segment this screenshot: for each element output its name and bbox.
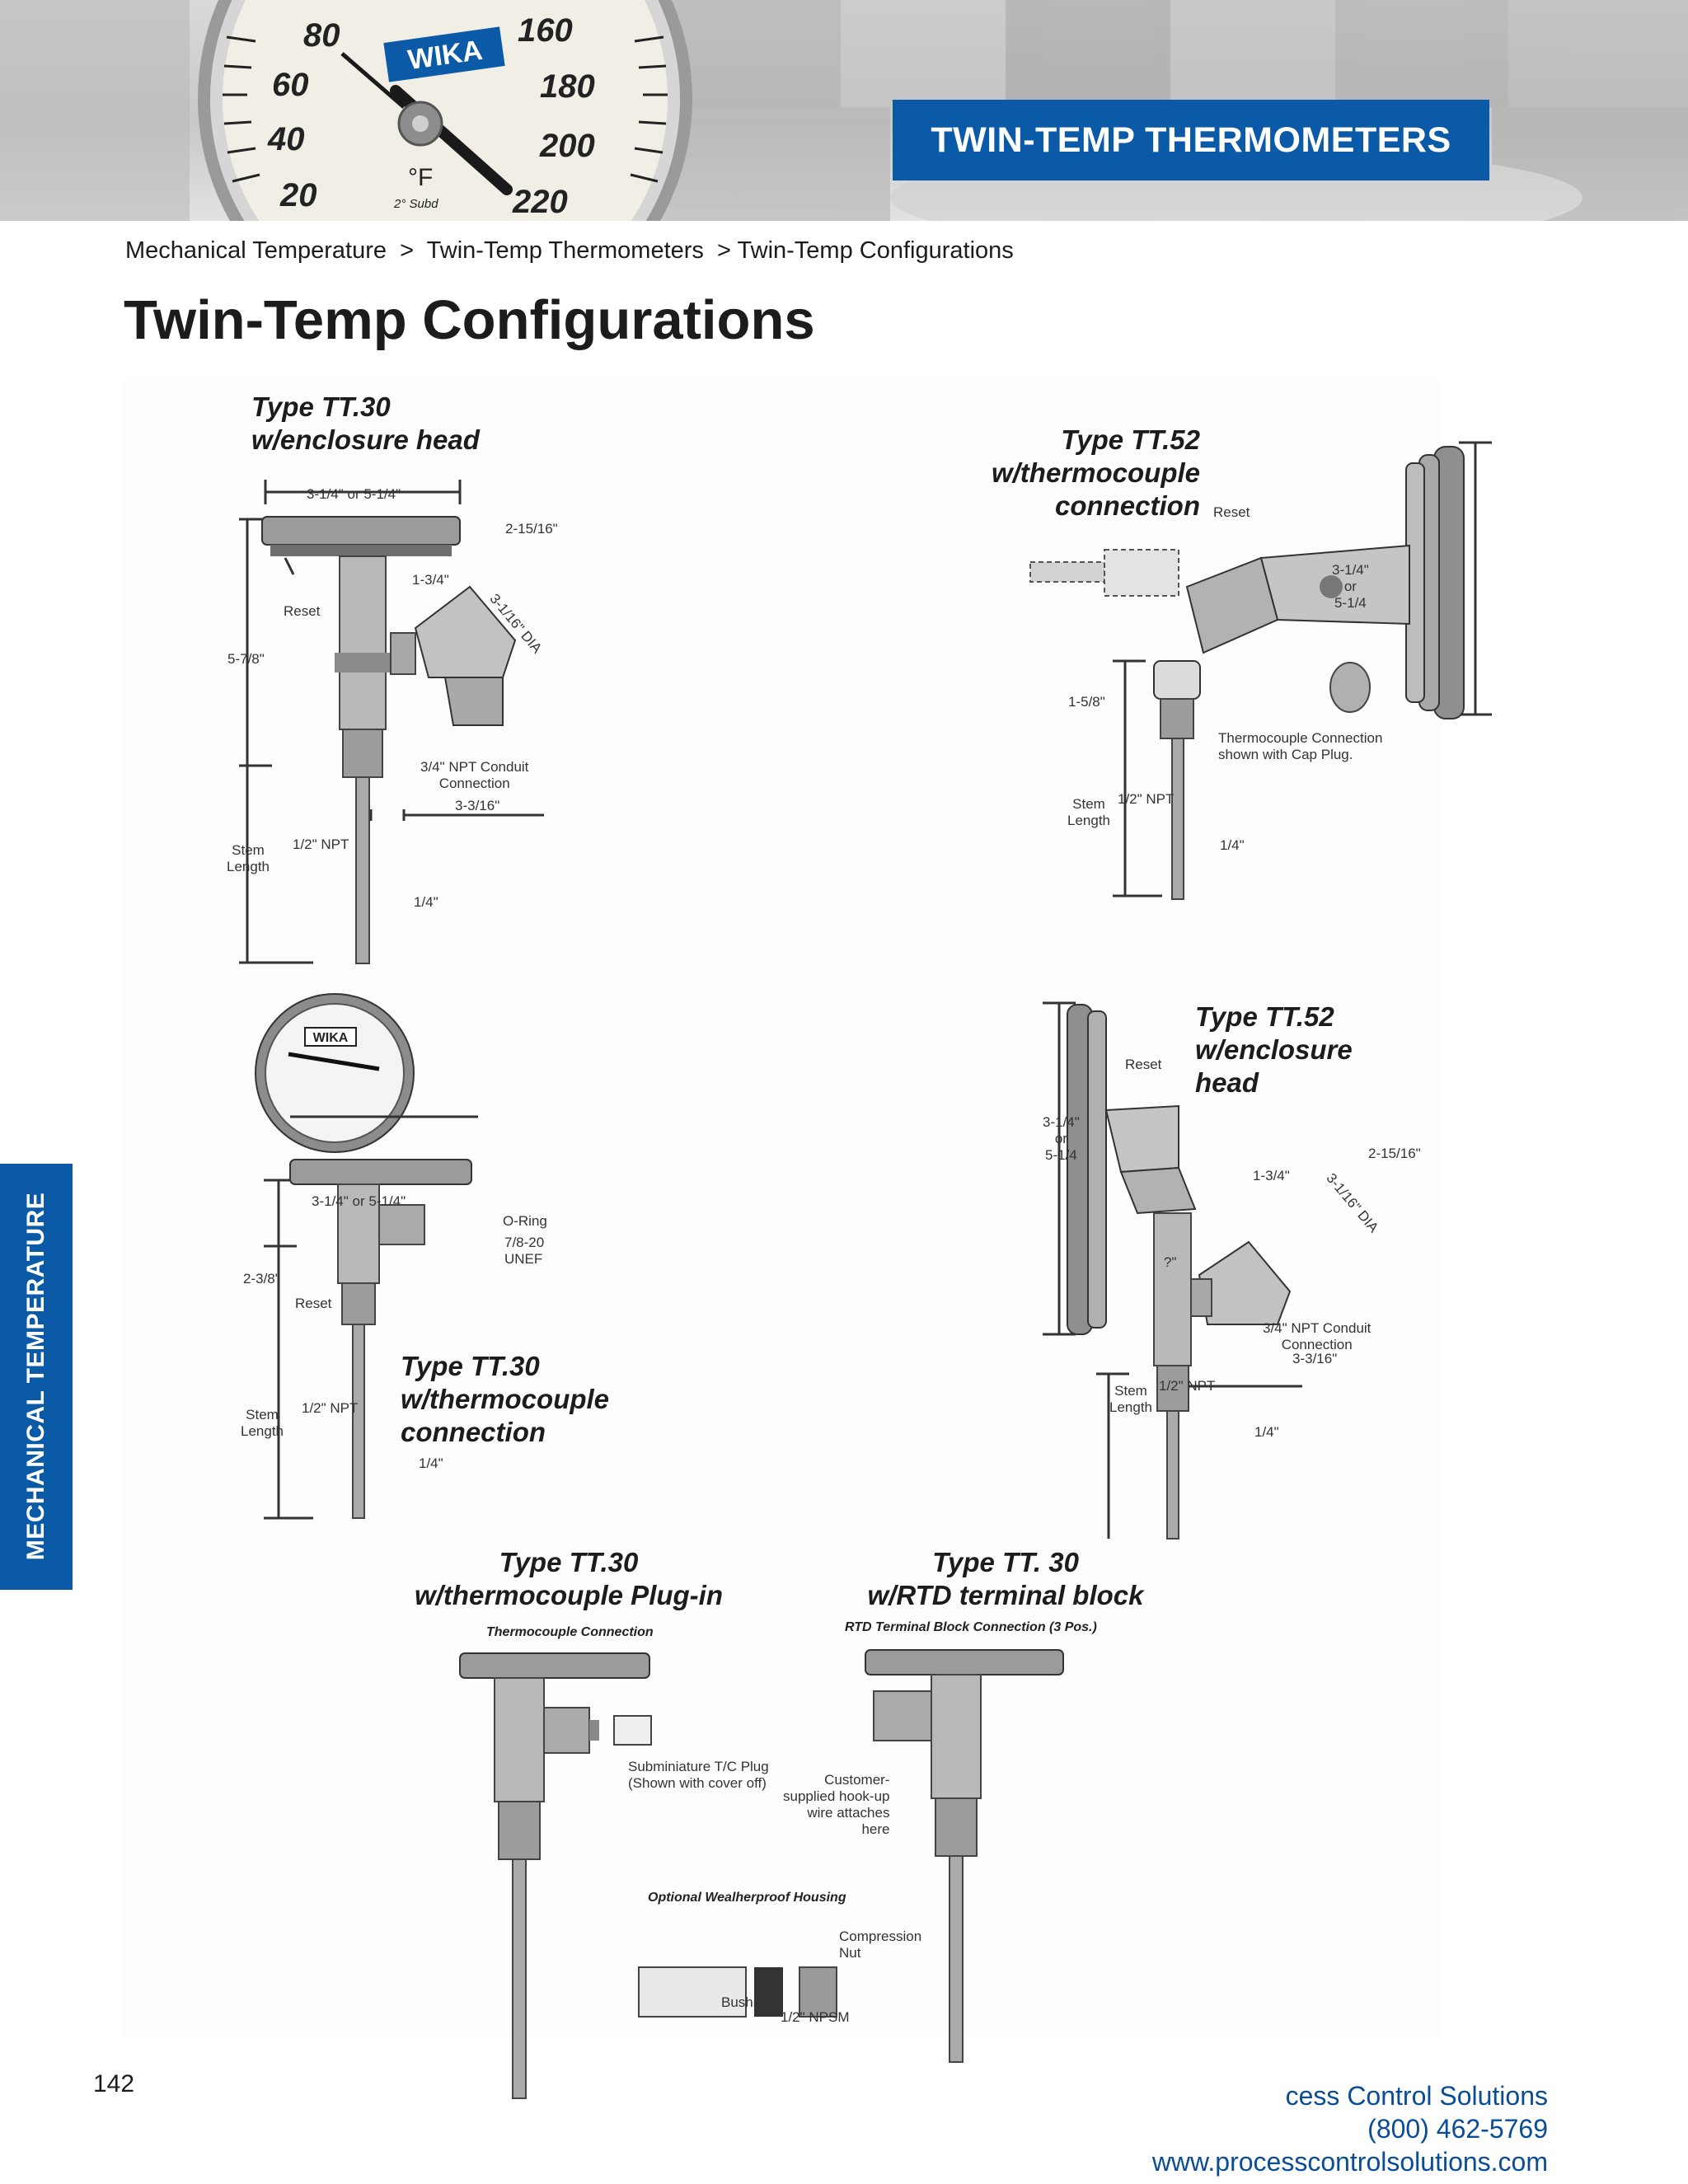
tt52-enc-3-3-16: 3-3/16" (1292, 1351, 1338, 1366)
tt52-tc-stem: Stem Length (1067, 796, 1110, 828)
footer-contact: cess Control Solutions (800) 462-5769 ww… (1152, 2079, 1548, 2178)
gauge-unit: °F (408, 164, 433, 191)
tt30-plugin-plug: Subminiature T/C Plug (Shown with cover … (628, 1759, 769, 1791)
housing-bushing: Bushing (721, 1994, 772, 2010)
tt52-enc-reset: Reset (1125, 1057, 1162, 1072)
tt30-thermocouple-drawing: WIKA (255, 993, 478, 1520)
gauge-scale-40: 40 (267, 121, 305, 157)
banner-gauge-illustration: WIKA 80 60 40 20 160 180 200 220 °F 2° S… (198, 0, 692, 221)
page-number: 142 (93, 2070, 135, 2097)
tt52-enc-size: 3-1/4" or 5-1/4 (1043, 1114, 1080, 1163)
tt52-tc-note: Thermocouple Connection shown with Cap P… (1218, 730, 1383, 762)
tt30-rtd-customer: Customer- supplied hook-up wire attaches… (783, 1772, 890, 1837)
tt52-tc-quarter: 1/4" (1220, 837, 1245, 853)
housing-header: Optional Wealherproof Housing (648, 1891, 846, 1905)
tt52-enc-quarter: 1/4" (1254, 1424, 1279, 1440)
footer-phone: (800) 462-5769 (1367, 2114, 1548, 2144)
tt30-enc-quarter: 1/4" (414, 894, 438, 910)
gauge-scale-200: 200 (539, 128, 595, 164)
tt52-enc-npt: 1/2" NPT (1159, 1378, 1216, 1394)
gauge-subdiv: 2° Subd (393, 197, 438, 211)
tt30-enc-5-7-8: 5-7/8" (227, 651, 265, 667)
tt30-tc-quarter: 1/4" (419, 1455, 443, 1471)
banner-background-collage (0, 0, 1688, 221)
tt30-rtd-title: Type TT. 30 w/RTD terminal block (867, 1547, 1144, 1610)
tt52-tc-size: 3-1/4" or 5-1/4 (1332, 562, 1369, 611)
tt30-enclosure-title: Type TT.30 w/enclosure head (251, 391, 480, 455)
housing-npsm: 1/2" NPSM (781, 2009, 850, 2025)
page-title: Twin-Temp Configurations (124, 289, 815, 351)
footer-url[interactable]: www.processcontrolsolutions.com (1151, 2147, 1548, 2177)
tt30-plugin-title: Type TT.30 w/thermocouple Plug-in (414, 1547, 723, 1610)
tt30-tc-reset: Reset (295, 1296, 332, 1311)
tt30-enc-reset: Reset (284, 603, 321, 619)
tt52-enc-conduit: 3/4" NPT Conduit Connection (1263, 1320, 1372, 1352)
tt30-tc-width: 3-1/4" or 5-1/4" (312, 1193, 406, 1209)
tt52-tc-1-5-8: 1-5/8" (1068, 694, 1105, 710)
plugin-rtd-drawing (459, 1649, 1064, 2099)
tt52-enc-q7: ?" (1164, 1254, 1177, 1270)
tt52-enc-1-3-4: 1-3/4" (1253, 1168, 1290, 1183)
footer-company: cess Control Solutions (1285, 2081, 1548, 2111)
tt30-rtd-header: RTD Terminal Block Connection (3 Pos.) (845, 1620, 1097, 1634)
tt30-tc-stem: Stem Length (241, 1407, 284, 1439)
tt30-enc-2-15-16: 2-15/16" (505, 521, 558, 537)
tt30-enc-width: 3-1/4" or 5-1/4" (307, 486, 401, 502)
side-section-label: MECHANICAL TEMPERATURE (22, 1192, 49, 1561)
tt30-tc-thread: 7/8-20 UNEF (504, 1235, 545, 1267)
tt52-enclosure-title: Type TT.52 w/enclosure head (1195, 1001, 1353, 1098)
section-tag: TWIN-TEMP THERMOMETERS (893, 100, 1489, 180)
tt52-tc-npt: 1/2" NPT (1118, 791, 1175, 807)
tt30-plugin-header: Thermocouple Connection (486, 1625, 654, 1639)
gauge-scale-220: 220 (512, 184, 568, 220)
tt30-enc-npt: 1/2" NPT (293, 837, 349, 852)
tt30-enclosure-drawing (239, 480, 544, 964)
gauge-scale-160: 160 (518, 12, 573, 49)
tt30-tc-oring: O-Ring (503, 1213, 547, 1229)
gauge-scale-60: 60 (272, 67, 309, 103)
tt30-enc-1-3-4: 1-3/4" (412, 572, 449, 588)
tt52-enc-2-15-16: 2-15/16" (1368, 1146, 1421, 1161)
tt30-enc-3-3-16: 3-3/16" (455, 798, 500, 813)
tt30-tc-npt: 1/2" NPT (302, 1400, 359, 1416)
header-banner: WIKA 80 60 40 20 160 180 200 220 °F 2° S… (0, 0, 1688, 221)
gauge-scale-80: 80 (303, 17, 340, 54)
gauge-scale-180: 180 (540, 68, 595, 105)
tt52-tc-reset: Reset (1213, 504, 1250, 520)
tt30-tc-brand: WIKA (313, 1031, 349, 1045)
tt30-enc-stem: Stem Length (227, 842, 270, 874)
tt52-thermocouple-title: Type TT.52 w/thermocouple connection (991, 424, 1200, 521)
housing-nut: Compression Nut (839, 1929, 922, 1961)
configurations-figure: Type TT.30 w/enclosure head 3-1/4" or 5-… (124, 381, 1492, 2099)
breadcrumb: Mechanical Temperature > Twin-Temp Therm… (125, 237, 1014, 264)
tt30-thermocouple-title: Type TT.30 w/thermocouple connection (401, 1351, 610, 1447)
tt30-enc-conduit: 3/4" NPT Conduit Connection (420, 759, 529, 791)
tt52-enclosure-drawing (1043, 1001, 1302, 1540)
tt52-thermocouple-drawing (1029, 441, 1492, 900)
tt30-tc-2-3-8: 2-3/8" (243, 1271, 280, 1286)
side-section-tab: MECHANICAL TEMPERATURE (0, 1164, 73, 1590)
tt52-enc-stem: Stem Length (1109, 1383, 1152, 1415)
gauge-scale-20: 20 (279, 177, 317, 213)
